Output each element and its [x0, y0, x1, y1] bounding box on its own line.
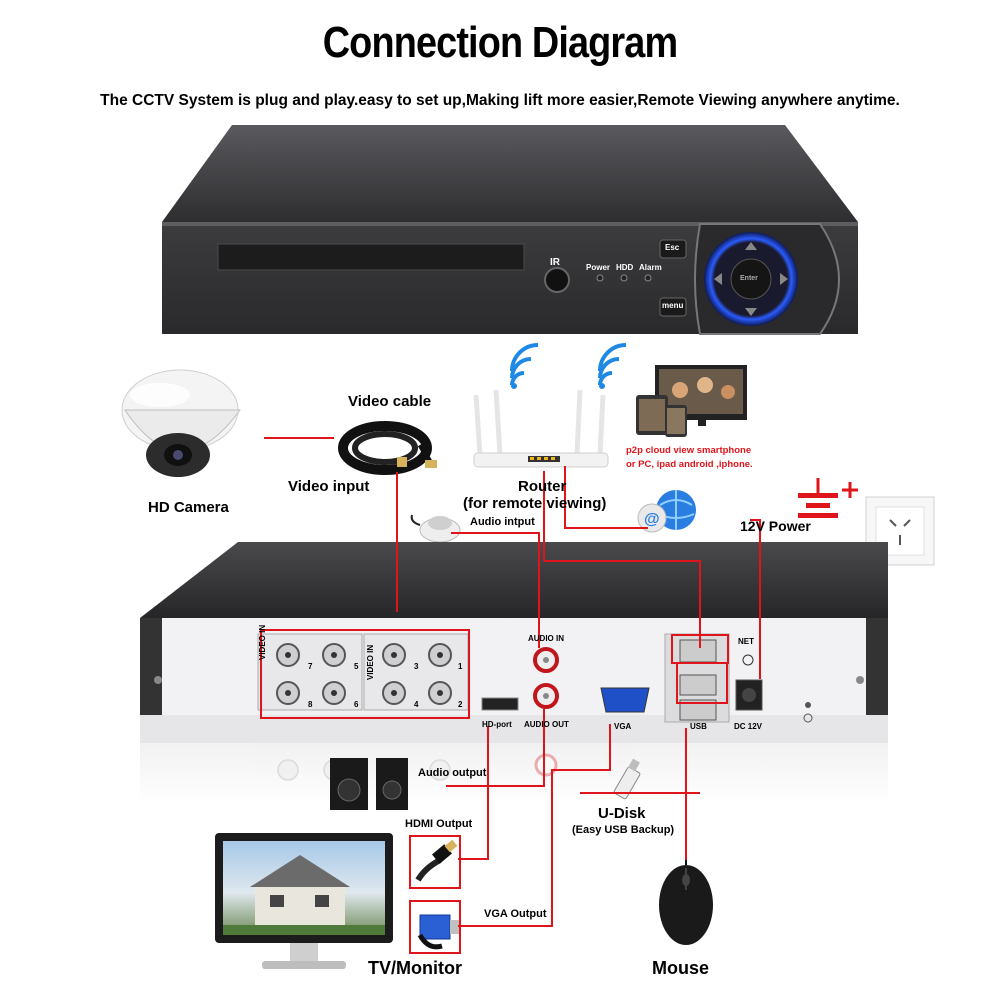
tv-monitor-image [215, 833, 393, 969]
mouse-label: Mouse [652, 958, 710, 978]
bnc-number: 2 [458, 700, 463, 709]
dvr-front-unit [162, 125, 858, 335]
power-led-label: Power [586, 263, 611, 272]
u-disk-sub-label: (Easy USB Backup) [572, 824, 675, 836]
wall-outlet-image [865, 496, 935, 566]
power-symbol-icon [798, 478, 858, 518]
hdmi-output-highlight [409, 835, 461, 889]
vga-cable-image [417, 914, 460, 950]
net-port-label: NET [738, 637, 754, 646]
vga-output-label: VGA Output [484, 908, 547, 920]
video-cable-label: Video cable [348, 393, 432, 410]
power-label: 12V Power [740, 518, 811, 534]
bnc-number: 6 [354, 700, 359, 709]
alarm-led-label: Alarm [639, 263, 662, 272]
dvr-back-unit [140, 542, 888, 743]
hdmi-cable-image [415, 839, 458, 882]
video-in-label: VIDEO IN [258, 624, 267, 660]
bnc-number: 3 [414, 662, 419, 671]
p2p-line-2: or PC, ipad android ,iphone. [626, 459, 753, 470]
bnc-number: 5 [354, 662, 359, 671]
video-input-label: Video input [288, 478, 370, 495]
hdd-led-label: HDD [616, 263, 634, 272]
audio-output-label: Audio output [418, 767, 487, 779]
microphone-image [410, 514, 461, 543]
connection-lines [264, 437, 761, 927]
router-image [473, 389, 609, 468]
u-disk-image [613, 758, 641, 800]
esc-button[interactable]: Esc [665, 243, 680, 252]
page-title: Connection Diagram [322, 18, 678, 67]
mouse-image [659, 850, 713, 945]
video-cable-image [338, 421, 437, 475]
hd-camera-image [121, 369, 241, 477]
devices-collage-image [636, 365, 747, 437]
wifi-icon [598, 343, 627, 389]
svg-text:@: @ [644, 511, 660, 528]
router-sub-label: (for remote viewing) [463, 495, 607, 512]
wifi-icon [510, 343, 539, 389]
usb-port-label: USB [690, 722, 707, 731]
net-port-highlight [671, 634, 729, 664]
page-subtitle: The CCTV System is plug and play.easy to… [100, 92, 900, 109]
bnc-number: 8 [308, 700, 313, 709]
hd-port-label: HD-port [482, 720, 512, 729]
video-in-highlight [260, 629, 470, 719]
enter-button[interactable]: Enter [740, 275, 758, 282]
dvr-reflection [140, 743, 888, 803]
ir-label: IR [550, 257, 560, 268]
speakers-image [330, 758, 408, 810]
bnc-number: 4 [414, 700, 419, 709]
audio-in-label: AUDIO IN [528, 634, 564, 643]
internet-icon: @ [637, 490, 696, 533]
u-disk-label: U-Disk [598, 805, 646, 822]
hdmi-output-label: HDMI Output [405, 818, 473, 830]
tv-monitor-label: TV/Monitor [368, 958, 462, 978]
bnc-number: 7 [308, 662, 313, 671]
bnc-number: 1 [458, 662, 463, 671]
menu-button[interactable]: menu [662, 301, 684, 310]
p2p-line-1: p2p cloud view smartphone [626, 445, 752, 456]
dc-port-label: DC 12V [734, 722, 763, 731]
vga-output-highlight [409, 900, 461, 954]
router-label: Router [518, 478, 567, 495]
audio-input-label: Audio intput [470, 516, 535, 528]
audio-out-label: AUDIO OUT [524, 720, 569, 729]
vga-port-label: VGA [614, 722, 632, 731]
video-in-label: VIDEO IN [366, 644, 375, 680]
hd-camera-label: HD Camera [148, 499, 229, 516]
usb-port-highlight [676, 662, 728, 704]
